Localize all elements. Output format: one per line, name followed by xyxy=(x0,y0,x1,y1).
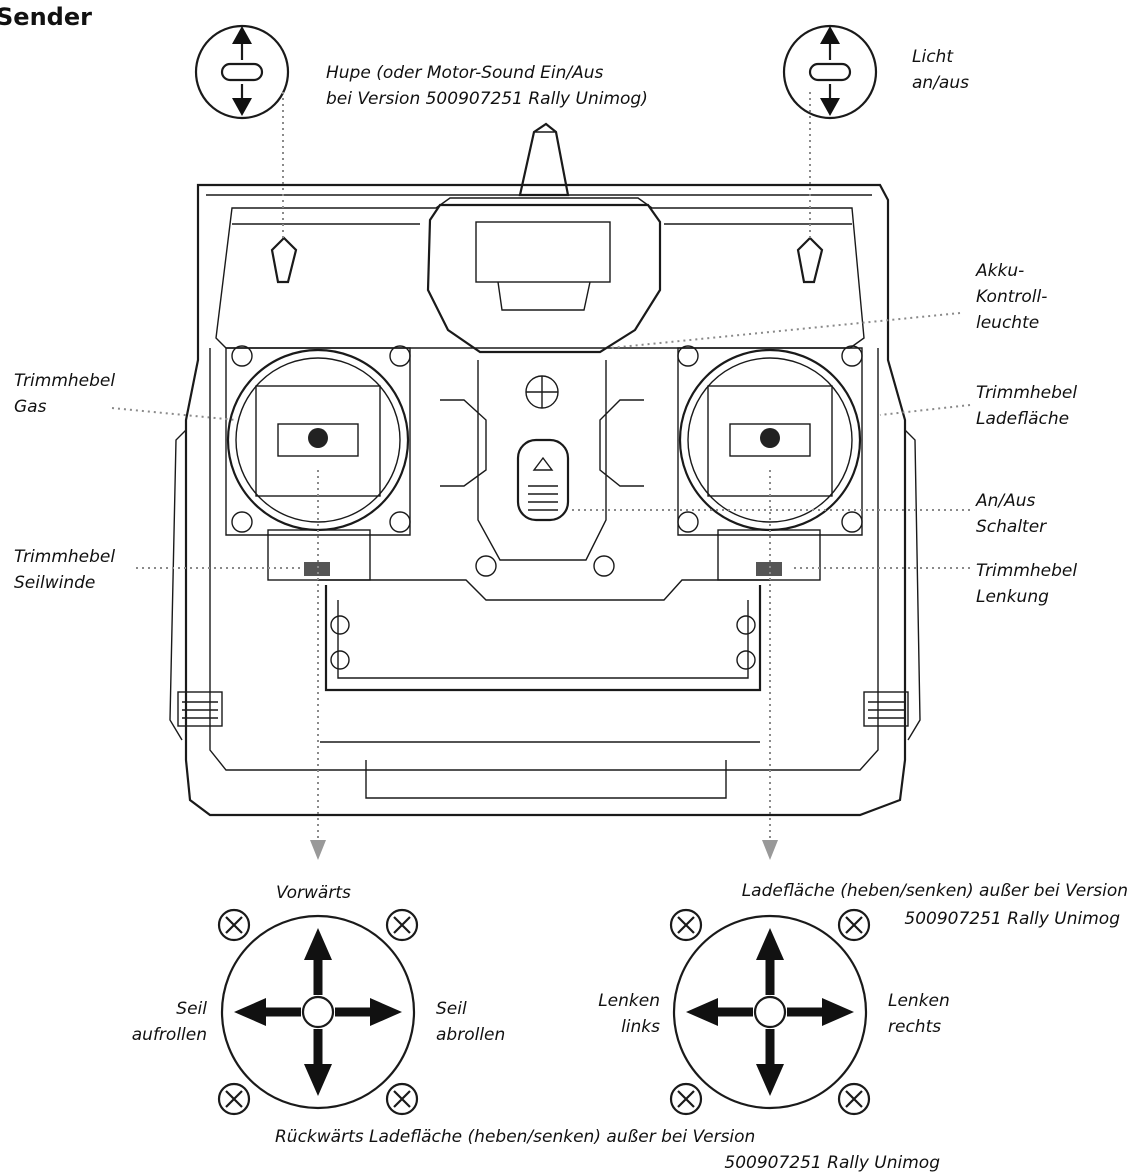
right-gimbal xyxy=(677,345,863,581)
page-title: Sender xyxy=(0,3,92,31)
trim-steer-label: Trimmhebel Lenkung xyxy=(976,558,1077,610)
right-stick-up-label-line1: Ladefläche (heben/senken) außer bei Vers… xyxy=(741,881,1128,901)
battery-label-line3: leuchte xyxy=(976,313,1040,333)
trim-winch-label-line2: Seilwinde xyxy=(14,573,96,593)
left-stick-down-label-line2: 500907251 Rally Unimog xyxy=(724,1153,940,1173)
light-label: Licht an/aus xyxy=(912,44,969,96)
left-stick-left-line2: aufrollen xyxy=(131,1025,207,1045)
screw-icon xyxy=(669,908,703,942)
right-stick-right-line1: Lenken xyxy=(888,991,950,1011)
trim-winch-label: Trimmhebel Seilwinde xyxy=(14,544,115,596)
screw-icon xyxy=(217,908,251,942)
trim-gas-label-line1: Trimmhebel xyxy=(14,371,116,391)
screw-icon xyxy=(837,1082,871,1116)
light-label-line2: an/aus xyxy=(912,73,969,93)
arrow-up-icon xyxy=(756,928,784,960)
trim-gas-label: Trimmhebel Gas xyxy=(14,368,115,420)
trim-bed-label-line1: Trimmhebel xyxy=(976,383,1078,403)
right-stick-legend xyxy=(669,908,871,1116)
arrow-up-icon xyxy=(304,928,332,960)
right-stick-right-line2: rechts xyxy=(888,1017,942,1037)
trim-steer-label-line2: Lenkung xyxy=(976,587,1049,607)
screw-icon xyxy=(385,908,419,942)
left-stick-up-label: Vorwärts xyxy=(276,883,351,903)
arrow-down-icon xyxy=(310,840,326,860)
left-stick-right-label: Seil abrollen xyxy=(436,996,505,1048)
arrow-down-icon xyxy=(756,1064,784,1096)
left-stick-left-line1: Seil xyxy=(176,999,207,1019)
trim-bed-label: Trimmhebel Ladefläche xyxy=(976,380,1077,432)
left-gimbal xyxy=(225,345,411,581)
right-stick-right-label: Lenken rechts xyxy=(888,988,950,1040)
light-label-line1: Licht xyxy=(912,47,953,67)
left-stick-left-label: Seil aufrollen xyxy=(112,996,207,1048)
left-stick-down-label-line1: Rückwärts Ladefläche (heben/senken) auße… xyxy=(275,1127,756,1147)
battery-label-line1: Akku- xyxy=(976,261,1025,281)
trim-bed-label-line2: Ladefläche xyxy=(976,409,1070,429)
right-stick-up-label-line2: 500907251 Rally Unimog xyxy=(904,909,1120,929)
arrow-left-icon xyxy=(686,998,718,1026)
left-stick-right-line2: abrollen xyxy=(436,1025,506,1045)
right-stick-left-line2: links xyxy=(621,1017,660,1037)
horn-toggle-icon xyxy=(194,24,290,120)
trim-winch-label-line1: Trimmhebel xyxy=(14,547,116,567)
trim-gas-label-line2: Gas xyxy=(14,397,47,417)
power-switch-label-line2: Schalter xyxy=(976,517,1047,537)
arrow-right-icon xyxy=(822,998,854,1026)
screw-icon xyxy=(669,1082,703,1116)
right-stick-left-label: Lenken links xyxy=(570,988,660,1040)
battery-label: Akku- Kontroll- leuchte xyxy=(976,258,1047,336)
horn-label-line1: Hupe (oder Motor-Sound Ein/Aus xyxy=(326,63,604,83)
light-toggle-icon xyxy=(782,24,878,120)
transmitter-body xyxy=(169,183,921,817)
arrow-down-icon xyxy=(762,840,778,860)
screw-icon xyxy=(837,908,871,942)
leader-lines xyxy=(111,92,971,856)
screw-icon xyxy=(385,1082,419,1116)
arrow-down-icon xyxy=(304,1064,332,1096)
arrow-right-icon xyxy=(370,998,402,1026)
arrow-left-icon xyxy=(234,998,266,1026)
left-stick-legend xyxy=(217,908,419,1116)
power-switch-label-line1: An/Aus xyxy=(976,491,1036,511)
power-switch-label: An/Aus Schalter xyxy=(976,488,1046,540)
left-stick-right-line1: Seil xyxy=(436,999,467,1019)
right-stick-left-line1: Lenken xyxy=(598,991,660,1011)
trim-steer-label-line1: Trimmhebel xyxy=(976,561,1078,581)
horn-label-line2: bei Version 500907251 Rally Unimog) xyxy=(326,89,648,109)
battery-label-line2: Kontroll- xyxy=(976,287,1048,307)
screw-icon xyxy=(217,1082,251,1116)
horn-label: Hupe (oder Motor-Sound Ein/Aus bei Versi… xyxy=(326,60,648,112)
